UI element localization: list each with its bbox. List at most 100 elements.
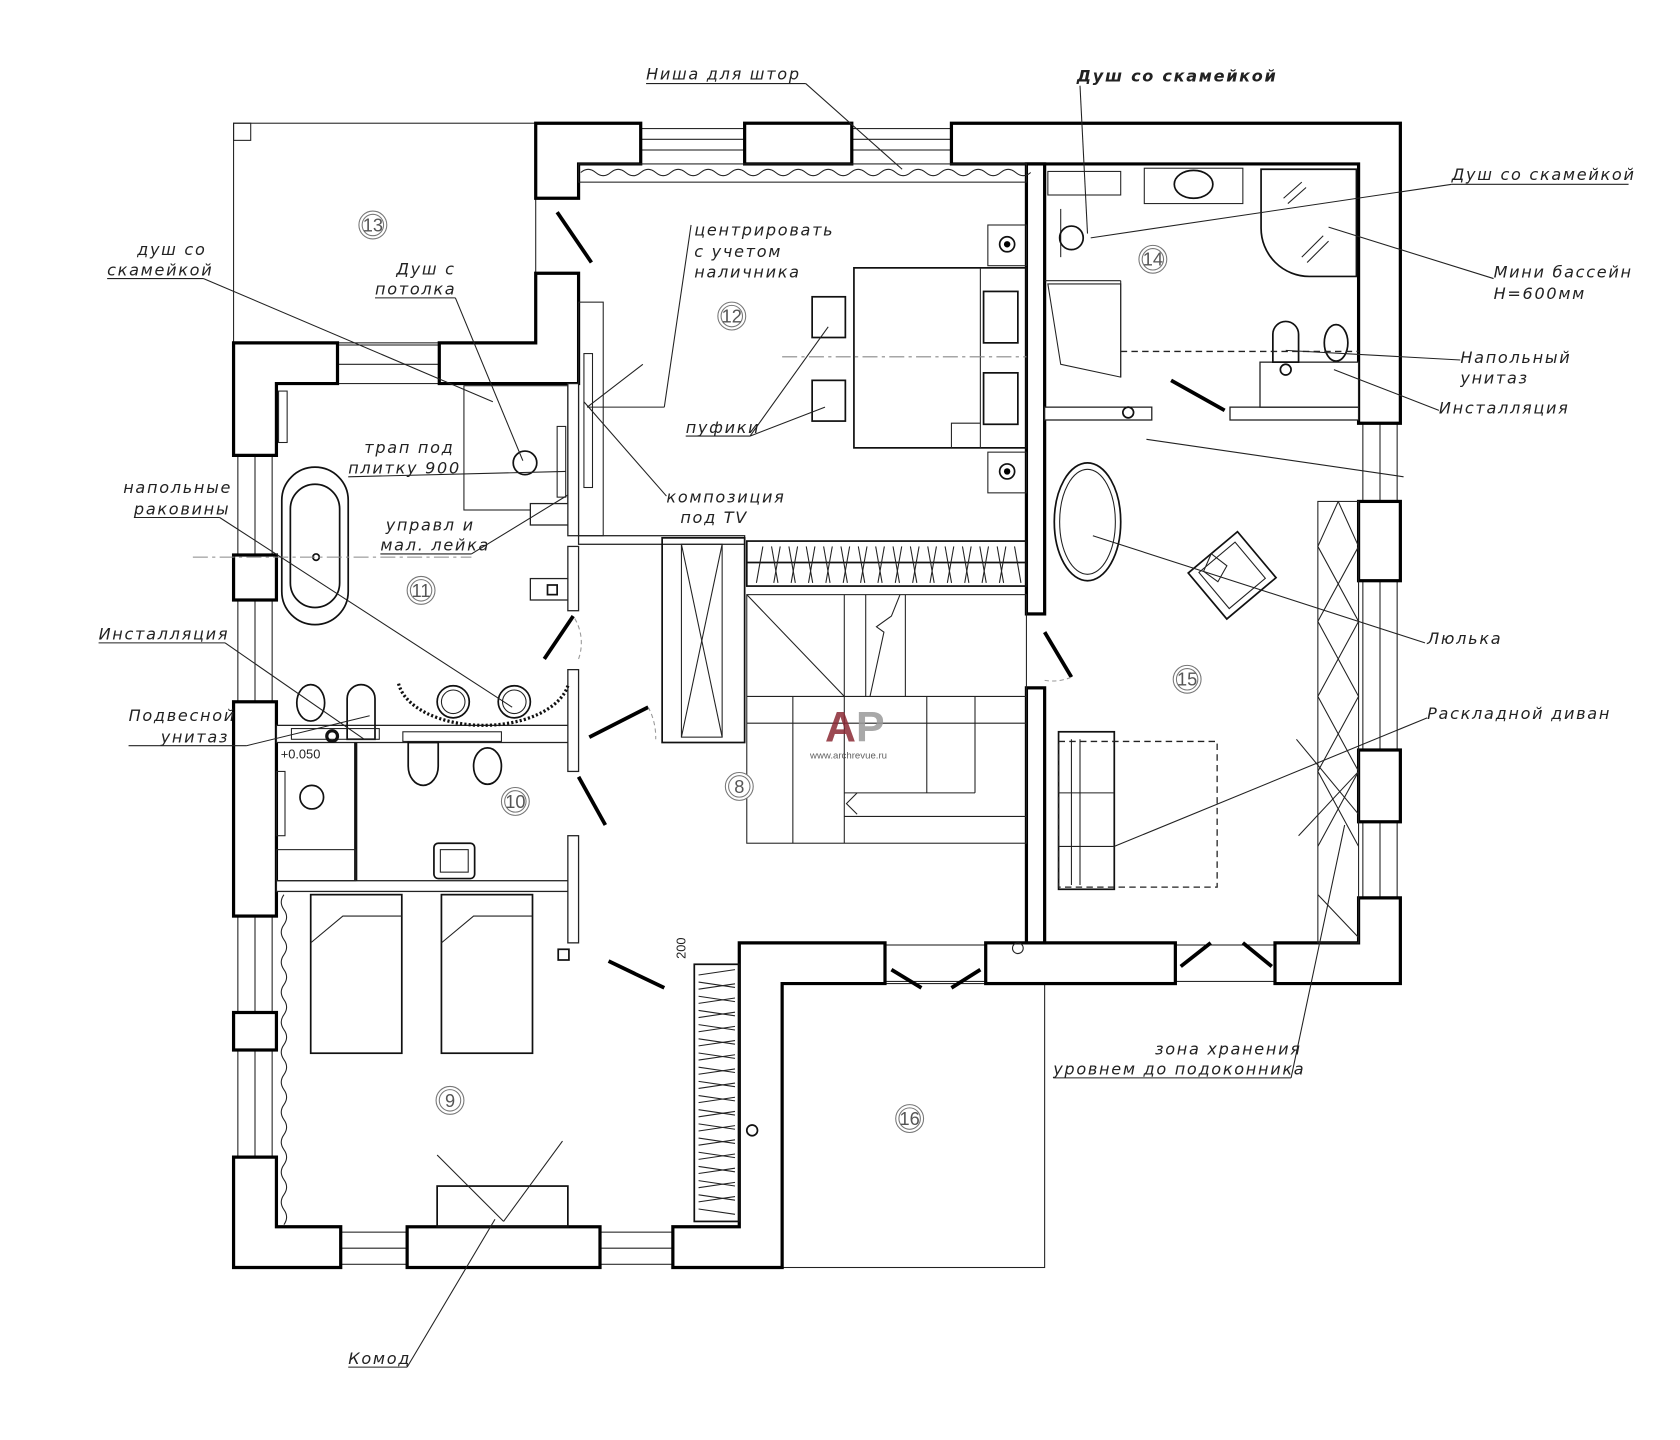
- plan-line: [1044, 676, 1072, 682]
- door-leaf[interactable]: [588, 705, 650, 739]
- floor-sink: [497, 684, 532, 719]
- plan-line: [663, 224, 692, 408]
- wardrobe-hatch-line: [698, 981, 736, 988]
- wall-toilet: [346, 683, 376, 741]
- wardrobe-hatch-line: [698, 1095, 736, 1102]
- plan-line: [745, 540, 1028, 587]
- label-shower-bench-left-2: скамейкой: [107, 260, 213, 279]
- plan-line: [1202, 552, 1228, 583]
- plan-line: [280, 894, 288, 1225]
- plan-line: [348, 470, 566, 478]
- plan-line: [746, 594, 1027, 844]
- door-leaf[interactable]: [1170, 378, 1226, 412]
- wardrobe-hatch-line: [698, 969, 736, 976]
- label-center-note: центрировать: [694, 221, 834, 240]
- wardrobe-hatch-line: [698, 1196, 736, 1203]
- plan-line: [1174, 944, 1276, 982]
- wardrobe-hatch-line: [790, 546, 799, 583]
- wardrobe-hatch-line: [698, 1194, 736, 1201]
- door-leaf[interactable]: [1241, 941, 1273, 968]
- wardrobe-hatch-line: [946, 546, 955, 583]
- plan-line: [437, 271, 581, 386]
- wardrobe-hatch-line: [698, 1139, 736, 1146]
- plan-line: [436, 1154, 504, 1222]
- wardrobe-hatch-line: [698, 1068, 736, 1075]
- door-leaf[interactable]: [555, 211, 593, 264]
- plan-line: [1356, 499, 1402, 583]
- door-leaf[interactable]: [950, 968, 982, 990]
- plan-line: [1173, 169, 1214, 200]
- mini-pool: [1260, 168, 1358, 278]
- plan-line: [556, 425, 567, 498]
- doors[interactable]: [542, 211, 1273, 990]
- label-ceiling-shower: Душ с: [395, 259, 455, 278]
- plan-line: [529, 577, 569, 601]
- plan-line: [1198, 541, 1267, 610]
- plan-line: [998, 235, 1016, 253]
- plan-line: [1306, 240, 1329, 263]
- room-marker-16: 16: [895, 1104, 925, 1134]
- room-numbers: 13 12 14 11 10 8 15 9 16: [358, 210, 1202, 1134]
- plan-line: [1122, 406, 1135, 419]
- plan-line: [1024, 686, 1047, 945]
- wardrobe-hatch-line: [698, 1009, 736, 1017]
- plan-line: [402, 731, 502, 742]
- label-storage: зона хранения: [1155, 1039, 1302, 1058]
- plan-line: [586, 363, 644, 408]
- door-leaf[interactable]: [607, 959, 666, 990]
- plan-line: [749, 326, 829, 437]
- plan-line: [671, 941, 887, 1270]
- plan-line: [698, 969, 736, 1215]
- wardrobe-hatch-line: [979, 546, 987, 583]
- plan-line: [998, 463, 1016, 480]
- terrace-13-outline: [233, 122, 537, 344]
- plan-line: [1290, 824, 1346, 1078]
- plan-line: 12: [722, 307, 742, 327]
- plan-line: [720, 304, 744, 328]
- wardrobe-hatch-line: [773, 546, 781, 583]
- floor-toilet: [1272, 320, 1300, 363]
- plan-line: [278, 390, 288, 444]
- plan-line: [1059, 468, 1116, 575]
- label-center-note-3: наличника: [694, 263, 800, 282]
- bed: [853, 267, 1028, 449]
- pouf: [811, 295, 847, 339]
- door-leaf[interactable]: [1043, 631, 1074, 679]
- label-sofa-bed: Раскладной диван: [1427, 704, 1611, 723]
- plan-line: [567, 545, 580, 612]
- annotations: Ниша для штор Душ со скамейкой Душ со ск…: [99, 64, 1634, 1368]
- cradle: [1187, 530, 1278, 621]
- plan-line: 10: [505, 792, 525, 812]
- plan-line: 13: [363, 215, 383, 235]
- dresser: [436, 1185, 569, 1228]
- terrace-13-corner: [233, 122, 252, 141]
- label-floor-sinks-2: раковины: [133, 499, 230, 518]
- door-leaf[interactable]: [1179, 941, 1212, 968]
- plan-line: [1187, 530, 1278, 621]
- plan-line: 16: [900, 1109, 920, 1129]
- label-shower-bench-left: душ со: [136, 240, 206, 259]
- wardrobe-hatch-line: [857, 546, 866, 583]
- curtain-niche: [578, 163, 1032, 183]
- plan-line: [1323, 323, 1349, 362]
- plan-line: [1317, 501, 1360, 847]
- plan-line: [440, 689, 466, 715]
- plan-line: [1259, 361, 1360, 408]
- door-leaf[interactable]: [890, 968, 923, 990]
- plan-line: [1283, 181, 1303, 199]
- wardrobe-hatch-line: [698, 1096, 736, 1104]
- label-control: управл и: [385, 515, 475, 534]
- door-leaf[interactable]: [542, 615, 575, 660]
- door-leaf[interactable]: [576, 775, 607, 826]
- plan-line: [275, 880, 569, 893]
- plan-line: [1175, 668, 1199, 691]
- wardrobe-hatch-line: [944, 546, 953, 583]
- plan-line: [546, 584, 558, 596]
- pouf: [811, 379, 847, 422]
- plan-line: [1317, 501, 1360, 847]
- plan-line: [1317, 894, 1359, 938]
- plan-line: [219, 517, 513, 708]
- label-wall-toilet-2: унитаз: [160, 728, 229, 747]
- bed: [309, 893, 403, 1055]
